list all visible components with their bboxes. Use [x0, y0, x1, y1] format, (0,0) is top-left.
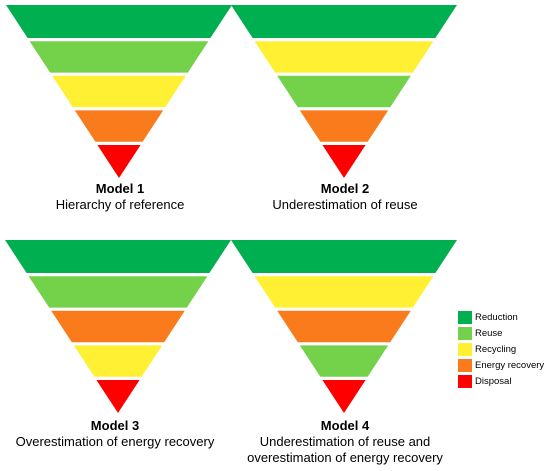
pyramid-model-2: [231, 5, 457, 178]
pyramid-1-level-3-recycling: [52, 75, 186, 108]
legend-swatch-reduction: [458, 311, 472, 324]
model-4-subtitle: Underestimation of reuse and: [259, 434, 431, 449]
caption-model-2: Model 2 Underestimation of reuse: [245, 181, 445, 213]
pyramid-3-level-3-energy: [51, 310, 185, 343]
pyramid-3-level-5-disposal: [96, 380, 140, 413]
legend-swatch-recycling: [458, 343, 472, 356]
legend-label-reduction: Reduction: [475, 312, 518, 323]
caption-model-4: Model 4 Underestimation of reuse and ove…: [225, 418, 465, 466]
model-4-subtitle-line2: overestimation of energy recovery: [247, 450, 443, 465]
pyramid-model-4: [231, 240, 457, 413]
pyramid-4-level-2-recycling: [254, 276, 434, 308]
model-1-subtitle: Hierarchy of reference: [55, 197, 185, 212]
pyramid-4-level-3-energy: [277, 310, 411, 343]
pyramid-3-level-2-reuse: [28, 276, 208, 308]
legend-swatch-disposal: [458, 375, 472, 388]
pyramid-model-1: [6, 5, 232, 178]
caption-model-1: Model 1 Hierarchy of reference: [20, 181, 220, 213]
pyramid-1-level-1-reduction: [6, 5, 232, 38]
model-2-subtitle: Underestimation of reuse: [272, 197, 418, 212]
pyramid-2-level-1-reduction: [231, 5, 457, 38]
pyramid-4-level-1-reduction: [231, 240, 457, 273]
model-4-title: Model 4: [320, 418, 370, 433]
legend-label-disposal: Disposal: [475, 376, 512, 387]
pyramid-2-level-2-recycling: [254, 41, 434, 73]
pyramid-model-3: [5, 240, 231, 413]
legend-label-recycling: Recycling: [475, 344, 517, 355]
pyramid-1-level-4-energy: [74, 110, 164, 142]
model-3-title: Model 3: [90, 418, 140, 433]
model-1-title: Model 1: [95, 181, 145, 196]
model-3-subtitle: Overestimation of energy recovery: [15, 434, 215, 449]
pyramid-1-level-2-reuse: [29, 41, 209, 73]
pyramid-2-level-5-disposal: [322, 145, 366, 178]
legend-label-energy-recovery: Energy recovery: [475, 360, 545, 371]
pyramid-4-level-5-disposal: [322, 380, 366, 413]
pyramid-2-level-4-energy: [299, 110, 389, 142]
pyramid-4-level-4-reuse: [299, 345, 389, 377]
pyramid-2-level-3-reuse: [277, 75, 411, 108]
caption-model-3: Model 3 Overestimation of energy recover…: [0, 418, 230, 450]
legend-swatch-energy-recovery: [458, 359, 472, 372]
model-2-title: Model 2: [320, 181, 370, 196]
legend-swatch-reuse: [458, 327, 472, 340]
pyramid-1-level-5-disposal: [97, 145, 141, 178]
pyramid-3-level-4-recycling: [73, 345, 163, 377]
pyramid-3-level-1-reduction: [5, 240, 231, 273]
legend-label-reuse: Reuse: [475, 328, 503, 339]
